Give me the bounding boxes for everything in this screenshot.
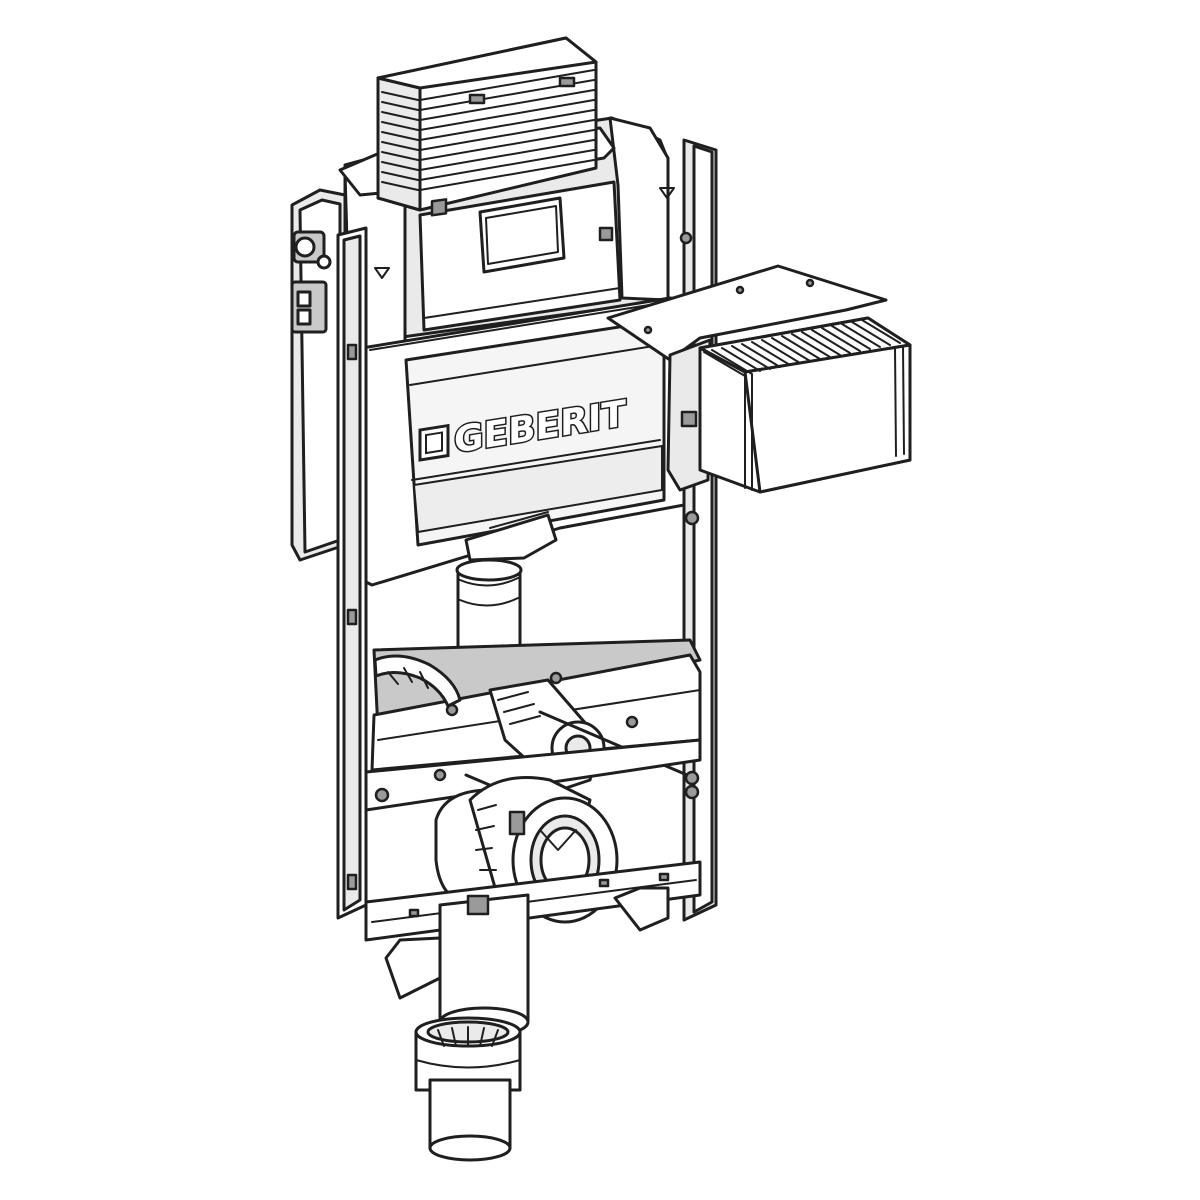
water-supply-hose — [373, 654, 462, 708]
actuator-mounting-frame — [418, 180, 622, 332]
box-side-ribs — [703, 319, 905, 491]
drain-pipe — [438, 893, 530, 1038]
right-frame-upright — [679, 138, 718, 922]
right-actuator-protection-box — [606, 264, 912, 494]
bottom-frame — [364, 860, 702, 1000]
top-actuator-protection-box — [338, 36, 616, 212]
lower-crossbar — [364, 738, 702, 817]
box-ribs — [381, 69, 595, 191]
drain-reducer-fitting — [414, 1016, 522, 1162]
left-frame-upright — [336, 187, 675, 920]
